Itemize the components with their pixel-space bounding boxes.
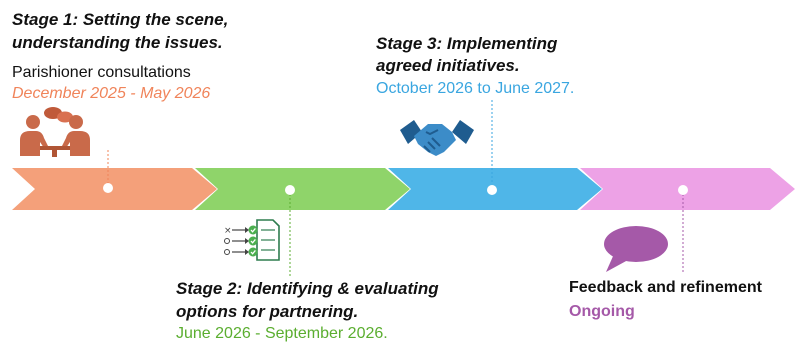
stage-4-marker bbox=[678, 185, 688, 195]
speech-bubble-icon bbox=[604, 226, 668, 272]
handshake-icon bbox=[400, 120, 474, 156]
stage-3-dates: October 2026 to June 2027. bbox=[376, 80, 575, 97]
meeting-people-icon bbox=[20, 107, 90, 157]
stage-2-arrow bbox=[195, 168, 410, 210]
stage-3-title-line2: agreed initiatives. bbox=[376, 56, 520, 75]
checklist-icon: × bbox=[224, 219, 280, 261]
stage-2-title-line2: options for partnering. bbox=[176, 302, 359, 321]
stage-4-status: Ongoing bbox=[569, 303, 635, 320]
stage-4-title: Feedback and refinement bbox=[569, 279, 762, 296]
stage-2-dates: June 2026 - September 2026. bbox=[176, 325, 388, 342]
stage-1-dates: December 2025 - May 2026 bbox=[12, 85, 211, 102]
stage-1-subtitle: Parishioner consultations bbox=[12, 64, 191, 81]
stage-2-marker bbox=[285, 185, 295, 195]
stage-3-marker bbox=[487, 185, 497, 195]
stage-2-title-line1: Stage 2: Identifying & evaluating bbox=[176, 279, 439, 298]
stage-1-marker bbox=[103, 183, 113, 193]
stage-1-title-line2: understanding the issues. bbox=[12, 33, 223, 52]
stage-1-title-line1: Stage 1: Setting the scene, bbox=[12, 10, 229, 29]
stage-1-arrow bbox=[12, 168, 217, 210]
stage-3-title-line1: Stage 3: Implementing bbox=[376, 34, 558, 53]
svg-text:×: × bbox=[224, 226, 232, 236]
